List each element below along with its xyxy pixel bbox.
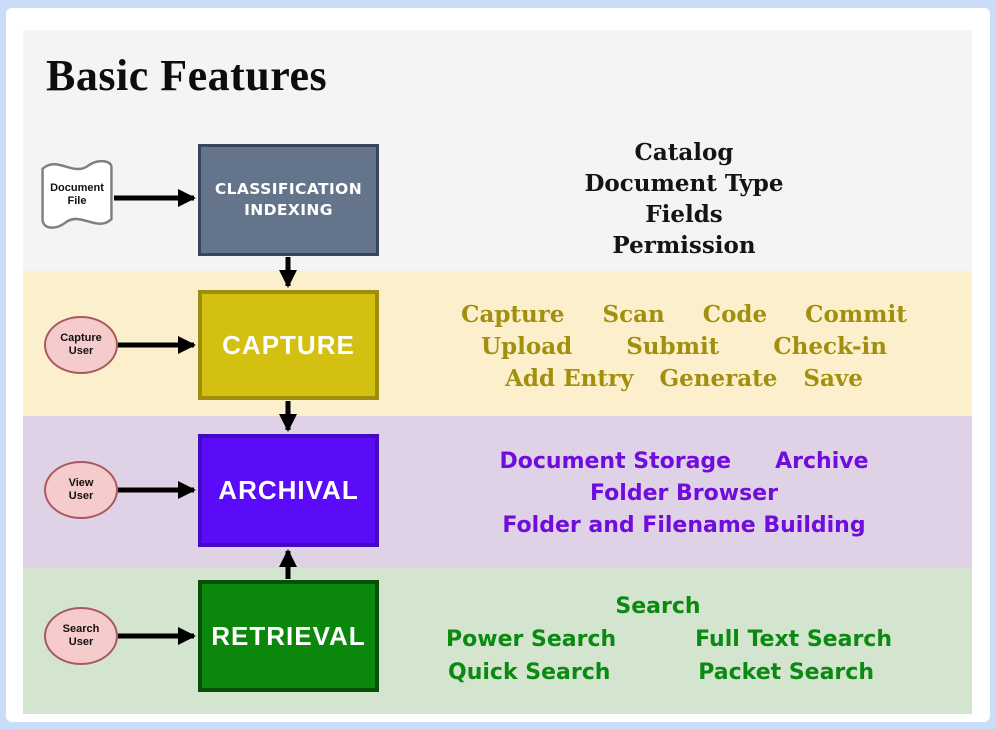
- classification-box-label-line1: CLASSIFICATION: [214, 180, 363, 198]
- retrieval-box-label: RETRIEVAL: [211, 620, 366, 651]
- document-shape-icon: [41, 159, 113, 229]
- capture-features-line2: Upload Submit Check-in: [428, 331, 940, 363]
- retrieval-feature-packet-search: Packet Search: [698, 660, 874, 685]
- capture-feature-check-in: Check-in: [773, 333, 887, 360]
- view-user-label-line1: View: [68, 476, 94, 489]
- band-classification: [23, 30, 972, 271]
- capture-feature-commit: Commit: [805, 301, 907, 328]
- view-user-ellipse: View User: [44, 461, 118, 519]
- retrieval-feature-full-text-search: Full Text Search: [695, 627, 892, 652]
- classification-feature-fields: Fields: [645, 201, 723, 228]
- document-file-shape: Document File: [36, 152, 118, 236]
- document-file-label: Document File: [36, 152, 118, 236]
- archival-feature-document-storage: Document Storage: [499, 449, 732, 474]
- retrieval-features: Search Power Search Full Text Search Qui…: [428, 590, 940, 689]
- capture-user-label-line1: Capture: [60, 331, 102, 344]
- capture-box-label: CAPTURE: [222, 329, 355, 360]
- classification-box-label-line2: INDEXING: [244, 201, 333, 219]
- document-file-label-line1: Document: [50, 181, 104, 194]
- classification-feature-permission: Permission: [612, 232, 756, 259]
- capture-feature-save: Save: [803, 365, 863, 392]
- capture-feature-capture: Capture: [461, 301, 565, 328]
- capture-feature-code: Code: [702, 301, 768, 328]
- capture-feature-add-entry: Add Entry: [505, 365, 634, 392]
- capture-features-line3: Add Entry Generate Save: [428, 363, 940, 395]
- archival-feature-folder-browser: Folder Browser: [590, 481, 778, 506]
- capture-feature-submit: Submit: [626, 333, 720, 360]
- retrieval-box: RETRIEVAL: [198, 580, 379, 692]
- retrieval-features-line3: Quick Search Packet Search: [428, 656, 940, 689]
- capture-user-label-line2: User: [68, 345, 94, 357]
- archival-box: ARCHIVAL: [198, 434, 379, 547]
- classification-indexing-box: CLASSIFICATION INDEXING: [198, 144, 379, 256]
- archival-feature-archive: Archive: [775, 449, 869, 474]
- archival-features: Document Storage Archive Folder Browser …: [428, 446, 940, 542]
- classification-feature-catalog: Catalog: [634, 139, 734, 166]
- retrieval-feature-quick-search: Quick Search: [448, 660, 611, 685]
- search-user-label-line1: Search: [62, 622, 100, 635]
- archival-features-line1: Document Storage Archive: [428, 446, 940, 478]
- capture-user-ellipse: Capture User: [44, 316, 118, 374]
- classification-feature-document-type: Document Type: [584, 170, 784, 197]
- archival-box-label: ARCHIVAL: [218, 475, 359, 505]
- capture-features: Capture Scan Code Commit Upload Submit C…: [428, 299, 940, 395]
- page-title: Basic Features: [46, 51, 328, 100]
- view-user-label-line2: User: [68, 490, 94, 502]
- classification-features: Catalog Document Type Fields Permission: [428, 137, 940, 261]
- search-user-label-line2: User: [68, 636, 94, 648]
- capture-features-line1: Capture Scan Code Commit: [428, 299, 940, 331]
- capture-box: CAPTURE: [198, 290, 379, 400]
- search-user-ellipse: Search User: [44, 607, 118, 665]
- capture-feature-upload: Upload: [480, 333, 573, 360]
- capture-feature-generate: Generate: [659, 365, 778, 392]
- retrieval-features-line2: Power Search Full Text Search: [428, 623, 940, 656]
- capture-feature-scan: Scan: [602, 301, 665, 328]
- document-file-label-line2: File: [67, 195, 87, 207]
- retrieval-feature-search: Search: [615, 594, 701, 619]
- retrieval-feature-power-search: Power Search: [446, 627, 617, 652]
- archival-feature-folder-filename-building: Folder and Filename Building: [502, 513, 866, 538]
